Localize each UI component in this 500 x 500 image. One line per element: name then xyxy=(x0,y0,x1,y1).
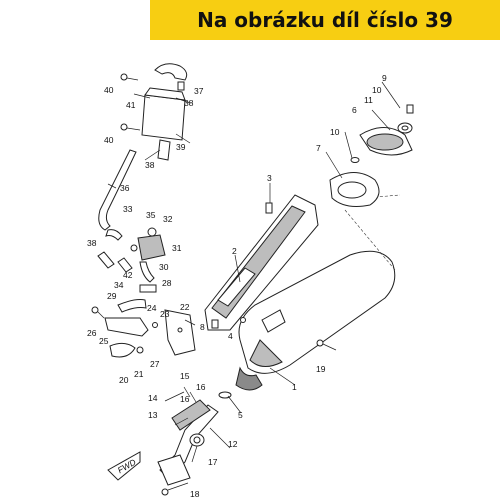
part-label-5: 5 xyxy=(238,410,243,420)
part-label-13: 13 xyxy=(148,410,158,420)
part-label-38b: 38 xyxy=(145,160,155,170)
part-label-2: 2 xyxy=(232,246,237,256)
protector-13[interactable] xyxy=(171,399,211,431)
part-label-16b: 16 xyxy=(180,394,190,404)
part-labels: 1 2 3 4 5 6 7 8 9 10 10 11 12 13 14 15 1… xyxy=(87,73,387,499)
part-label-33: 33 xyxy=(123,204,133,214)
heat-protector-2[interactable] xyxy=(204,194,319,331)
part-label-42: 42 xyxy=(123,270,133,280)
exhaust-pipe-12[interactable] xyxy=(157,404,219,486)
bolt-19[interactable] xyxy=(316,339,337,351)
reed-valve-31[interactable] xyxy=(130,227,166,261)
part-label-12: 12 xyxy=(228,439,238,449)
part-label-10b: 10 xyxy=(330,127,340,137)
air-filter-canister[interactable] xyxy=(141,63,188,161)
part-label-7: 7 xyxy=(316,143,321,153)
fwd-arrow-icon: FWD xyxy=(107,451,141,481)
clamp-37[interactable] xyxy=(177,81,185,91)
air-pipe-assembly[interactable] xyxy=(104,317,149,358)
bolt-26[interactable] xyxy=(91,306,105,319)
part-label-8: 8 xyxy=(200,322,205,332)
part-label-28: 28 xyxy=(162,278,172,288)
hose-33[interactable] xyxy=(105,229,123,241)
header-banner: Na obrázku díl číslo 39 xyxy=(150,0,500,40)
bolt-40b[interactable] xyxy=(120,123,141,131)
part-label-31: 31 xyxy=(172,243,182,253)
gasket-11[interactable] xyxy=(397,122,413,134)
part-label-34: 34 xyxy=(114,280,124,290)
end-cap-7[interactable] xyxy=(329,172,380,207)
part-label-40b: 40 xyxy=(104,135,114,145)
part-label-38a: 38 xyxy=(184,98,194,108)
hose-36[interactable] xyxy=(98,149,137,231)
cover-6[interactable] xyxy=(359,127,413,156)
bolt-40a[interactable] xyxy=(120,73,139,81)
gasket-17[interactable] xyxy=(189,433,205,447)
part-label-39: 39 xyxy=(176,142,186,152)
page-title: Na obrázku díl číslo 39 xyxy=(197,8,453,32)
part-label-6: 6 xyxy=(352,105,357,115)
bolt-23[interactable] xyxy=(152,322,158,328)
part-label-19: 19 xyxy=(316,364,326,374)
part-label-21: 21 xyxy=(134,369,144,379)
part-label-37: 37 xyxy=(194,86,204,96)
part-label-40a: 40 xyxy=(104,85,114,95)
pipe-29[interactable] xyxy=(117,299,147,313)
part-label-4: 4 xyxy=(228,331,233,341)
bolt-8[interactable] xyxy=(211,319,219,329)
part-label-26: 26 xyxy=(87,328,97,338)
muffler-1[interactable] xyxy=(235,250,396,391)
bolt-4[interactable] xyxy=(240,317,246,323)
part-label-36: 36 xyxy=(120,183,130,193)
bolt-9[interactable] xyxy=(406,104,414,114)
part-label-25: 25 xyxy=(99,336,109,346)
nut-18[interactable] xyxy=(161,488,169,496)
part-label-27: 27 xyxy=(150,359,160,369)
washer-10[interactable] xyxy=(350,157,360,163)
part-label-11: 11 xyxy=(364,95,373,105)
part-label-16a: 16 xyxy=(196,382,206,392)
part-label-20: 20 xyxy=(119,375,129,385)
part-label-38c: 38 xyxy=(87,238,97,248)
part-label-1: 1 xyxy=(292,382,297,392)
bolts-14-16[interactable] xyxy=(183,386,197,403)
part-label-23: 23 xyxy=(160,309,170,319)
part-label-3: 3 xyxy=(267,173,272,183)
part-label-10a: 10 xyxy=(372,85,382,95)
hose-34-42[interactable] xyxy=(97,251,133,273)
part-label-9: 9 xyxy=(382,73,387,83)
part-label-18: 18 xyxy=(190,489,200,499)
part-label-29: 29 xyxy=(107,291,117,301)
hose-28[interactable] xyxy=(139,284,157,293)
part-label-30: 30 xyxy=(159,262,169,272)
bracket-22[interactable] xyxy=(164,309,196,356)
bolt-3[interactable] xyxy=(265,202,273,214)
part-label-14: 14 xyxy=(148,393,158,403)
leader-lines xyxy=(107,81,401,491)
hose-30[interactable] xyxy=(139,261,155,283)
part-label-41: 41 xyxy=(126,100,136,110)
part-label-15: 15 xyxy=(180,371,190,381)
part-label-32: 32 xyxy=(163,214,173,224)
part-label-35: 35 xyxy=(146,210,156,220)
part-label-24: 24 xyxy=(147,303,157,313)
part-label-22: 22 xyxy=(180,302,190,312)
part-label-17: 17 xyxy=(208,457,218,467)
